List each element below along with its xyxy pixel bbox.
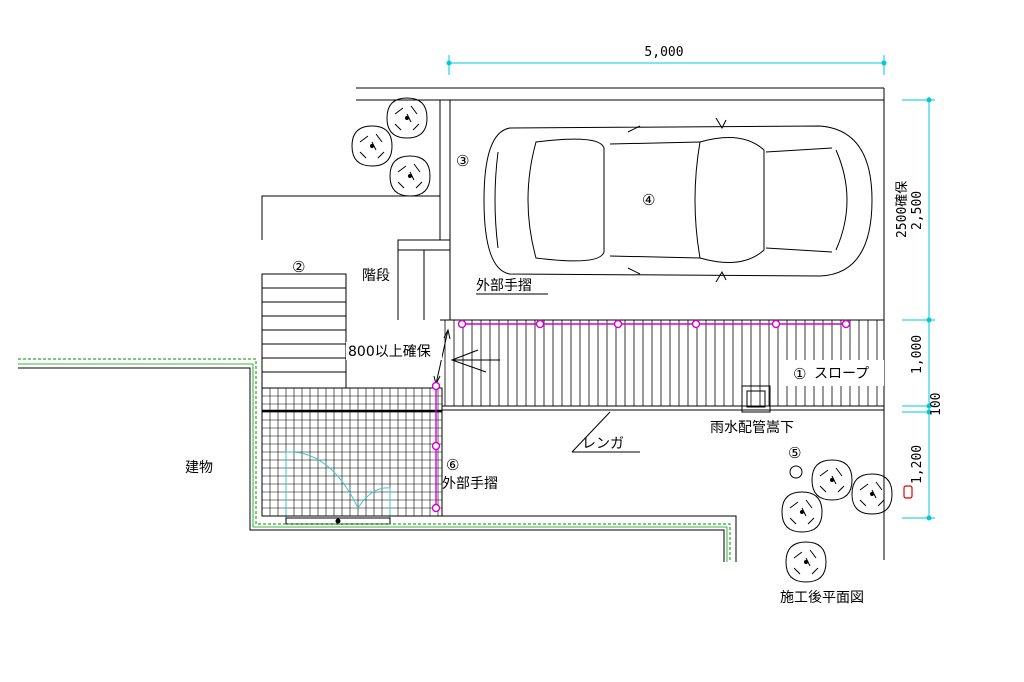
- dim-depth-slope: 1,000: [910, 335, 925, 374]
- dim-secured-2500: 2500確保: [894, 181, 910, 238]
- brick-label: レンガ: [582, 436, 624, 452]
- handrail-upper: [457, 319, 851, 329]
- marker-3: ③: [456, 152, 469, 170]
- tile-grid: [262, 388, 442, 516]
- door-threshold: [285, 517, 391, 525]
- brick-leader: [571, 411, 611, 453]
- marker-4: ④: [642, 191, 655, 209]
- slope-label: スロープ: [814, 366, 869, 382]
- car-plan: [483, 117, 873, 283]
- handrail-lower-label: 外部手摺: [442, 476, 498, 492]
- slope-arrow: [450, 349, 500, 373]
- marker-5: ⑤: [788, 444, 801, 462]
- rain-pipe-box: [741, 385, 771, 413]
- marker-6: ⑥: [446, 456, 459, 474]
- tree-cluster-top: [351, 97, 431, 197]
- drawing-title: 施工後平面図: [780, 590, 864, 606]
- building-label: 建物: [185, 460, 213, 476]
- clearance-bg: [346, 342, 442, 360]
- building-outline: [18, 358, 737, 562]
- rain-pipe-label: 雨水配管嵩下: [710, 420, 794, 436]
- dim-width-top: 5,000: [644, 45, 683, 60]
- dim-gap-100: 100: [929, 393, 944, 416]
- clearance-label: 800以上確保: [348, 344, 431, 360]
- small-circle: [789, 465, 803, 479]
- red-marker: [903, 485, 913, 499]
- stairs-label: 階段: [362, 268, 390, 284]
- stairs: [261, 273, 347, 389]
- handrail-lower: [431, 381, 441, 513]
- slope-label-bg: [780, 360, 884, 386]
- dimension-lines: [446, 55, 935, 521]
- marker-2: ②: [292, 258, 305, 276]
- tree-cluster-bottom: [781, 459, 893, 583]
- dim-depth-brick: 1,200: [910, 445, 925, 484]
- door-swing: [285, 451, 391, 518]
- marker-1: ①: [793, 365, 806, 383]
- boundary-lines: [261, 87, 885, 560]
- handrail-upper-label: 外部手摺: [476, 278, 532, 294]
- dim-depth-parking: 2,500: [910, 191, 925, 230]
